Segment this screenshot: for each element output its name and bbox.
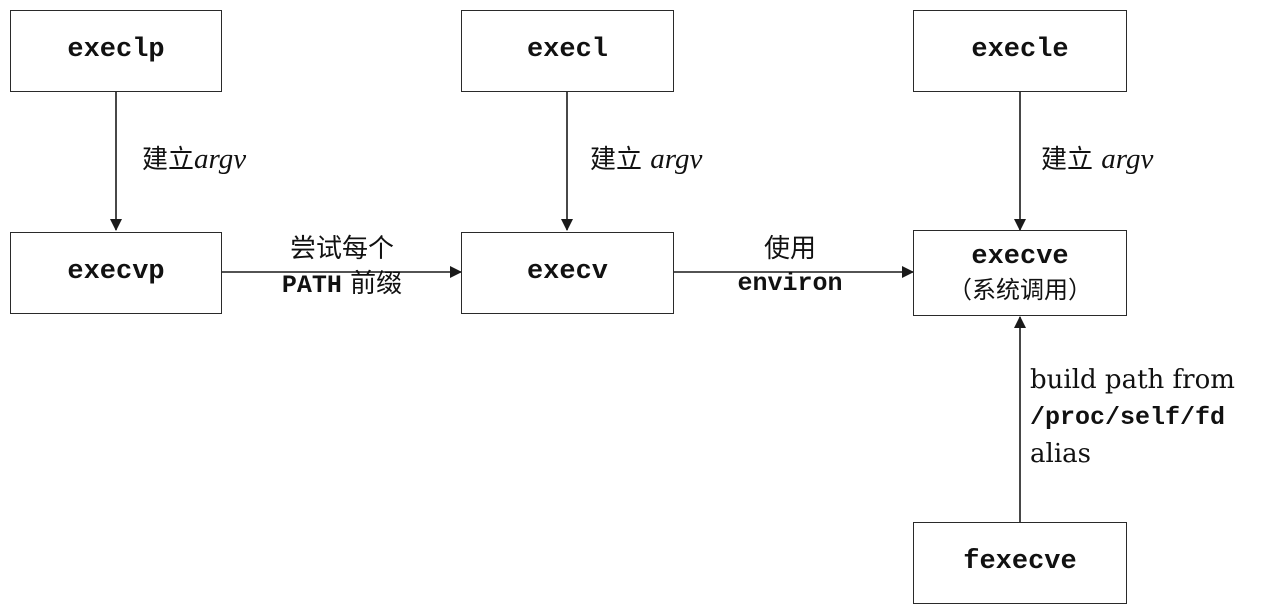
fexecve-note-line3: alias (1030, 438, 1091, 469)
use-text: 使用 (763, 234, 816, 264)
fexecve-box: fexecve (913, 522, 1127, 604)
execl-box: execl (461, 10, 674, 92)
execlp-edge-label: 建立argv (142, 142, 246, 177)
try-prefix-line2: PATH 前缀 (232, 269, 452, 301)
fexecve-edge-label: build path from /proc/self/fd alias (1030, 362, 1235, 474)
argv-text: argv (650, 143, 703, 175)
execlp-box: execlp (10, 10, 222, 92)
execv-box: execv (461, 232, 674, 314)
execve-box: execve （系统调用） (913, 230, 1127, 316)
environ-text: environ (737, 269, 843, 299)
argv-text: argv (1101, 143, 1154, 175)
try-prefix-line1: 尝试每个 (289, 234, 394, 264)
prefix-text: 前缀 (350, 269, 403, 300)
execl-edge-label: 建立 argv (590, 142, 702, 177)
fexecve-note-line1: build path from (1030, 365, 1235, 395)
build-text: 建立 (142, 145, 195, 175)
execle-edge-label: 建立 argv (1041, 142, 1153, 177)
execvp-execv-edge-label: 尝试每个 PATH 前缀 (232, 234, 452, 301)
execve-note: （系统调用） (948, 275, 1092, 304)
argv-text: argv (194, 143, 247, 175)
execle-box: execle (913, 10, 1127, 92)
path-text: PATH (281, 271, 342, 301)
execlp-label: execlp (67, 35, 165, 66)
fexecve-label: fexecve (963, 547, 1077, 578)
execvp-box: execvp (10, 232, 222, 314)
fexecve-note-line2: /proc/self/fd (1030, 402, 1226, 432)
execv-label: execv (526, 257, 608, 288)
execve-label: execve (971, 242, 1069, 273)
build-text: 建立 (1041, 145, 1094, 175)
execvp-label: execvp (67, 257, 165, 288)
execle-label: execle (971, 35, 1069, 66)
execl-label: execl (526, 35, 608, 66)
build-text: 建立 (590, 145, 643, 175)
execv-execve-edge-label: 使用 environ (700, 234, 880, 299)
